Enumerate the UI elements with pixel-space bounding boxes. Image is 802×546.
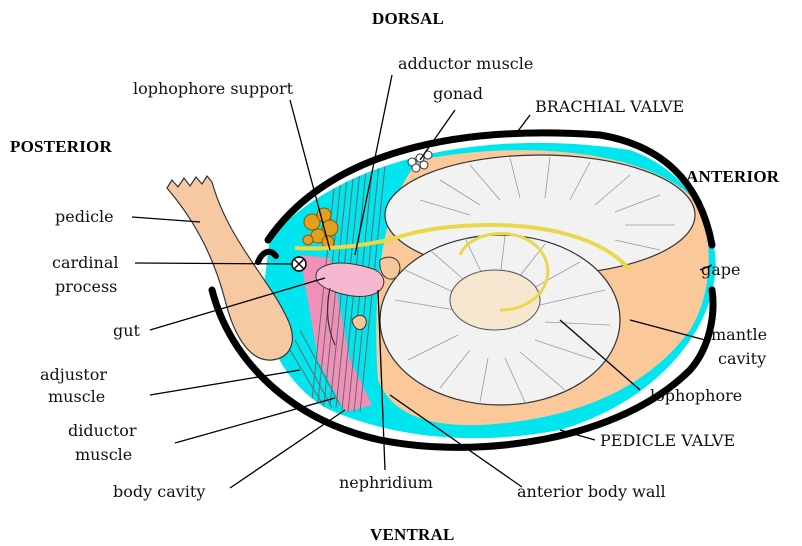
label-brachial-valve: BRACHIAL VALVE: [535, 97, 684, 116]
leader-body-cavity: [230, 410, 345, 488]
label-diductor-muscle-1: diductor: [68, 421, 137, 440]
label-mantle-cavity-1: mantle: [711, 325, 767, 344]
leader-diductor: [175, 398, 335, 443]
label-gut: gut: [113, 321, 141, 340]
label-pedicle: pedicle: [55, 207, 114, 226]
lophophore-center: [450, 270, 540, 330]
label-adjustor-muscle-1: adjustor: [40, 365, 107, 384]
label-pedicle-valve: PEDICLE VALVE: [600, 431, 735, 450]
label-cardinal-process-2: process: [55, 277, 117, 296]
orientation-posterior: POSTERIOR: [10, 137, 112, 156]
orientation-ventral: VENTRAL: [370, 525, 455, 544]
label-lophophore-support: lophophore support: [133, 79, 294, 98]
label-cardinal-process-1: cardinal: [52, 253, 118, 272]
label-lophophore: lophophore: [650, 386, 742, 405]
label-adjustor-muscle-2: muscle: [48, 387, 105, 406]
label-anterior-body-wall: anterior body wall: [517, 482, 666, 501]
label-adductor-muscle: adductor muscle: [398, 54, 533, 73]
label-gonad: gonad: [433, 84, 483, 103]
orientation-dorsal: DORSAL: [372, 9, 444, 28]
body-interior: [262, 143, 716, 438]
label-mantle-cavity-2: cavity: [718, 349, 766, 368]
label-nephridium: nephridium: [339, 473, 433, 492]
label-body-cavity: body cavity: [113, 482, 205, 501]
label-gape: gape: [701, 260, 741, 279]
orientation-anterior: ANTERIOR: [686, 167, 780, 186]
label-diductor-muscle-2: muscle: [75, 445, 132, 464]
